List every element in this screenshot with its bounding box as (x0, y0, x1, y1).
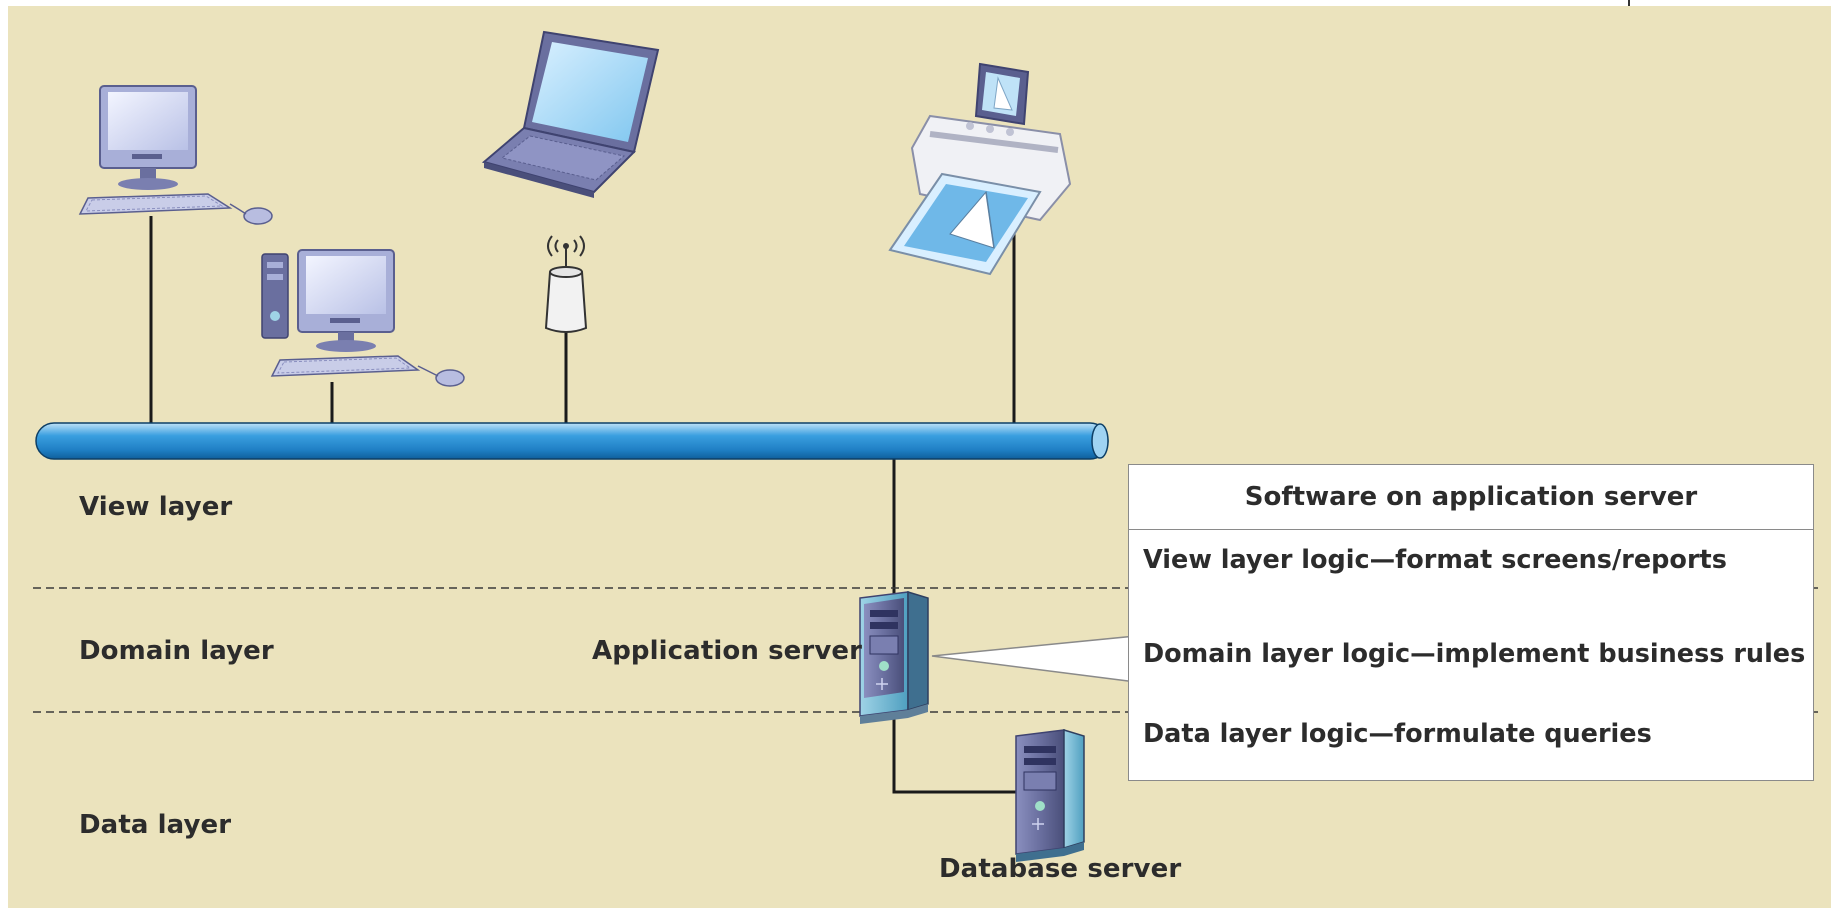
domain-layer-label: Domain layer (79, 636, 274, 666)
software-box-title: Software on application server (1129, 465, 1813, 530)
diagram-canvas: View layer Domain layer Data layer Appli… (8, 6, 1831, 908)
corner-tick (1628, 0, 1630, 8)
photo-printer-icon (888, 62, 1072, 276)
data-layer-label: Data layer (79, 810, 232, 840)
software-box: Software on application server View laye… (1128, 464, 1814, 781)
view-layer-label: View layer (79, 492, 233, 522)
database-server-label: Database server (939, 854, 1182, 884)
line-appserver-to-dbserver (892, 712, 1020, 794)
laptop-icon (481, 30, 660, 198)
desktop-tower-computer-icon (261, 249, 465, 387)
diagram-svg (33, 30, 1818, 862)
software-row-domain-logic: Domain layer logic—implement business ru… (1143, 639, 1806, 669)
application-server-label: Application server (592, 636, 863, 666)
connection-lines (149, 202, 1020, 794)
desktop-computer-icon (78, 85, 273, 225)
software-row-data-logic: Data layer logic—formulate queries (1143, 719, 1652, 749)
software-row-view-logic: View layer logic—format screens/reports (1143, 545, 1727, 575)
wireless-access-point-icon (544, 235, 588, 333)
application-server-icon (859, 590, 929, 724)
network-bus-icon (35, 422, 1109, 460)
database-server-icon (1015, 728, 1085, 862)
callout-wedge (931, 635, 1137, 683)
